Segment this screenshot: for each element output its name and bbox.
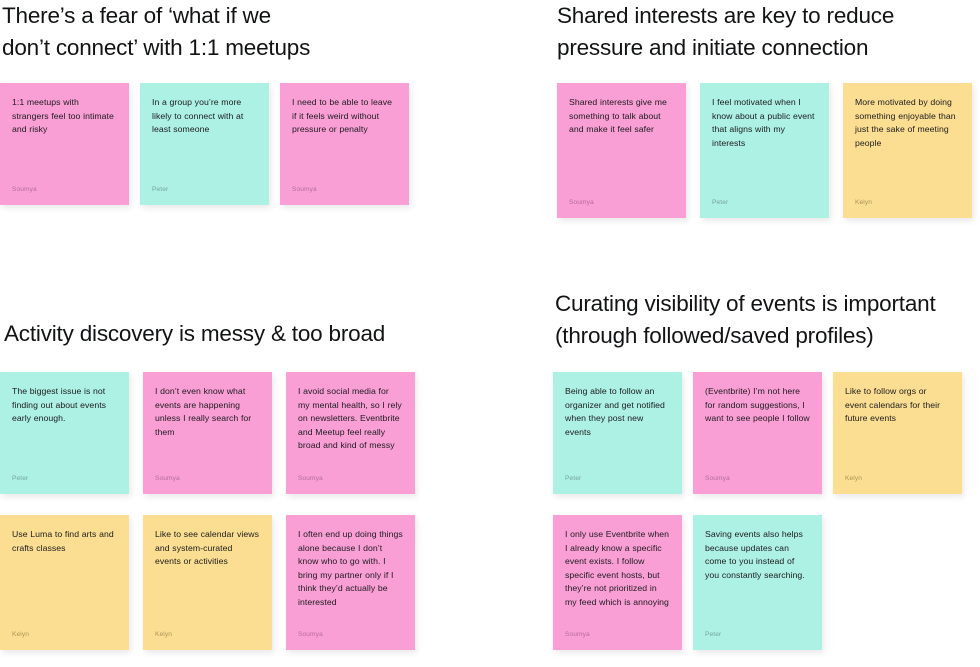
note-author: Soumya	[155, 475, 180, 482]
note-text: Like to follow orgs or event calendars f…	[845, 386, 941, 424]
note-text: I need to be able to leave if it feels w…	[292, 97, 393, 135]
sticky-note[interactable]: I only use Eventbrite when I already kno…	[553, 515, 682, 650]
sticky-note[interactable]: Being able to follow an organizer and ge…	[553, 372, 682, 494]
note-row: Shared interests give me something to ta…	[557, 83, 980, 218]
sticky-note[interactable]: I often end up doing things alone becaus…	[286, 515, 415, 650]
note-text: (Eventbrite) I’m not here for random sug…	[705, 386, 810, 424]
note-text: Use Luma to find arts and crafts classes	[12, 529, 114, 553]
sticky-note[interactable]: I feel motivated when I know about a pub…	[700, 83, 829, 218]
note-row: The biggest issue is not finding out abo…	[0, 372, 470, 494]
sticky-note[interactable]: More motivated by doing something enjoya…	[843, 83, 972, 218]
note-author: Kelyn	[155, 631, 172, 638]
quadrant-heading-shared-interests: Shared interests are key to reduce press…	[557, 3, 895, 60]
note-text: I don’t even know what events are happen…	[155, 386, 252, 437]
quadrant-heading-activity-discovery: Activity discovery is messy & too broad	[4, 321, 386, 346]
note-text: I feel motivated when I know about a pub…	[712, 97, 815, 148]
note-author: Kelyn	[855, 199, 872, 206]
note-author: Soumya	[298, 475, 323, 482]
note-row: Being able to follow an organizer and ge…	[553, 372, 980, 494]
note-row: 1:1 meetups with strangers feel too inti…	[0, 83, 470, 205]
note-text: Shared interests give me something to ta…	[569, 97, 667, 135]
sticky-note[interactable]: I need to be able to leave if it feels w…	[280, 83, 409, 205]
quadrant-heading-curating-visibility: Curating visibility of events is importa…	[555, 291, 936, 348]
sticky-note[interactable]: Like to see calendar views and system-cu…	[143, 515, 272, 650]
sticky-note[interactable]: The biggest issue is not finding out abo…	[0, 372, 129, 494]
sticky-note[interactable]: Shared interests give me something to ta…	[557, 83, 686, 218]
note-author: Peter	[565, 475, 582, 482]
sticky-note[interactable]: I don’t even know what events are happen…	[143, 372, 272, 494]
note-author: Peter	[712, 199, 729, 206]
note-author: Kelyn	[12, 631, 29, 638]
sticky-note[interactable]: 1:1 meetups with strangers feel too inti…	[0, 83, 129, 205]
note-text: 1:1 meetups with strangers feel too inti…	[12, 97, 114, 135]
note-text: Like to see calendar views and system-cu…	[155, 529, 259, 567]
note-row: Use Luma to find arts and crafts classes…	[0, 515, 470, 650]
note-text: The biggest issue is not finding out abo…	[12, 386, 107, 424]
note-author: Soumya	[12, 186, 37, 193]
note-text: I often end up doing things alone becaus…	[298, 529, 403, 607]
sticky-note[interactable]: In a group you’re more likely to connect…	[140, 83, 269, 205]
sticky-note[interactable]: Saving events also helps because updates…	[693, 515, 822, 650]
note-author: Soumya	[298, 631, 323, 638]
note-author: Peter	[12, 475, 29, 482]
note-author: Peter	[705, 631, 722, 638]
note-author: Kelyn	[845, 475, 862, 482]
quadrant-activity-discovery: Activity discovery is messy & too broad …	[0, 318, 470, 650]
quadrant-curating-visibility: Curating visibility of events is importa…	[553, 288, 980, 650]
note-text: In a group you’re more likely to connect…	[152, 97, 244, 135]
note-text: I only use Eventbrite when I already kno…	[565, 529, 669, 607]
note-text: I avoid social media for my mental healt…	[298, 386, 402, 451]
note-author: Soumya	[565, 631, 590, 638]
note-text: Being able to follow an organizer and ge…	[565, 386, 665, 437]
note-text: Saving events also helps because updates…	[705, 529, 805, 580]
note-text: More motivated by doing something enjoya…	[855, 97, 956, 148]
sticky-note[interactable]: Use Luma to find arts and crafts classes…	[0, 515, 129, 650]
note-author: Soumya	[292, 186, 317, 193]
quadrant-heading-fear: There’s a fear of ‘what if we don’t conn…	[2, 3, 311, 60]
note-author: Soumya	[569, 199, 594, 206]
note-author: Peter	[152, 186, 169, 193]
quadrant-shared-interests: Shared interests are key to reduce press…	[555, 0, 980, 218]
sticky-note[interactable]: Like to follow orgs or event calendars f…	[833, 372, 962, 494]
note-row: I only use Eventbrite when I already kno…	[553, 515, 980, 650]
note-author: Soumya	[705, 475, 730, 482]
sticky-note[interactable]: I avoid social media for my mental healt…	[286, 372, 415, 494]
quadrant-fear: There’s a fear of ‘what if we don’t conn…	[0, 0, 470, 205]
sticky-note[interactable]: (Eventbrite) I’m not here for random sug…	[693, 372, 822, 494]
